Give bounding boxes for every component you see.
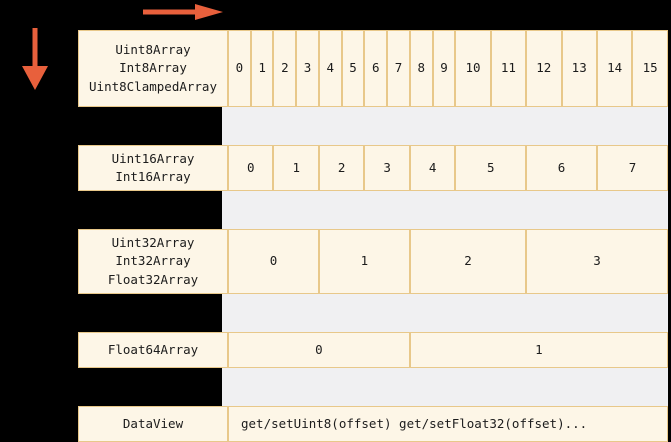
cell-index: 4 bbox=[318, 30, 342, 107]
row-gap-grid bbox=[228, 367, 668, 406]
row-label-line: Uint16Array bbox=[111, 151, 195, 166]
cell-index: 2 bbox=[409, 229, 527, 294]
row-gap-grid bbox=[228, 107, 668, 145]
table-row: Uint32Array Int32Array Float32Array 0 1 … bbox=[78, 229, 668, 294]
row-gap bbox=[78, 367, 668, 406]
table-row: Uint16Array Int16Array 0 1 2 3 4 5 6 7 bbox=[78, 145, 668, 192]
cell-index: 14 bbox=[596, 30, 633, 107]
cell-index: 10 bbox=[455, 30, 491, 107]
cell-index: 5 bbox=[341, 30, 365, 107]
cell-index: 1 bbox=[318, 229, 410, 294]
cell-index: 12 bbox=[526, 30, 562, 107]
row-gap-label bbox=[78, 368, 228, 406]
cell-index: 0 bbox=[228, 145, 274, 192]
vertical-arrow-icon bbox=[22, 28, 48, 90]
row-label-line: Uint8Array bbox=[115, 42, 191, 58]
cell-index: 0 bbox=[228, 229, 319, 294]
row-gap-grid bbox=[228, 293, 668, 332]
cell-index: 1 bbox=[409, 331, 668, 368]
row-label-uint32: Uint32Array Int32Array Float32Array bbox=[78, 229, 228, 294]
cell-index: 9 bbox=[432, 30, 456, 107]
cell-index: 0 bbox=[228, 331, 410, 368]
cell-index: 5 bbox=[455, 145, 527, 192]
cell-index: 3 bbox=[526, 229, 668, 294]
cell-index: 3 bbox=[364, 145, 410, 192]
row-label-line: Int16Array bbox=[115, 169, 191, 185]
table-row: Uint8Array Int8Array Uint8ClampedArray 0… bbox=[78, 30, 668, 107]
row-label-float64: Float64Array bbox=[78, 331, 228, 368]
cell-index: 4 bbox=[409, 145, 456, 192]
row-label-uint16: Uint16Array Int16Array bbox=[78, 145, 228, 192]
table-row: Float64Array 0 1 bbox=[78, 331, 668, 368]
row-label-line: Uint8ClampedArray bbox=[89, 78, 217, 94]
horizontal-arrow-icon bbox=[143, 4, 223, 20]
row-gap bbox=[78, 293, 668, 332]
row-label-line: Int32Array bbox=[115, 253, 191, 269]
row-label-line: Uint32Array bbox=[111, 235, 195, 251]
row-gap bbox=[78, 191, 668, 230]
row-gap-label bbox=[78, 107, 228, 145]
row-label-line: Int8Array bbox=[119, 60, 187, 76]
cell-index: 6 bbox=[364, 30, 388, 107]
cell-index: 2 bbox=[273, 30, 297, 107]
cell-index: 11 bbox=[490, 30, 527, 107]
cell-index: 8 bbox=[409, 30, 433, 107]
cell-index: 13 bbox=[561, 30, 597, 107]
row-gap-label bbox=[78, 191, 228, 229]
row-label-line: Float64Array bbox=[107, 341, 199, 357]
cell-index: 6 bbox=[526, 145, 597, 192]
cell-index: 1 bbox=[273, 145, 319, 192]
row-gap-grid bbox=[228, 191, 668, 230]
cell-index: 7 bbox=[387, 30, 410, 107]
cell-index: 0 bbox=[228, 30, 251, 107]
row-gap-label bbox=[78, 294, 228, 332]
row-label-uint8: Uint8Array Int8Array Uint8ClampedArray bbox=[78, 30, 228, 107]
row-gap bbox=[78, 107, 668, 145]
typed-array-table: Uint8Array Int8Array Uint8ClampedArray 0… bbox=[78, 30, 668, 442]
cell-index: 3 bbox=[296, 30, 319, 107]
cell-index: 1 bbox=[250, 30, 274, 107]
cell-index: 7 bbox=[596, 145, 668, 192]
cell-index: 2 bbox=[318, 145, 365, 192]
cell-index: 15 bbox=[632, 30, 668, 107]
row-label-line: Float32Array bbox=[107, 271, 199, 287]
